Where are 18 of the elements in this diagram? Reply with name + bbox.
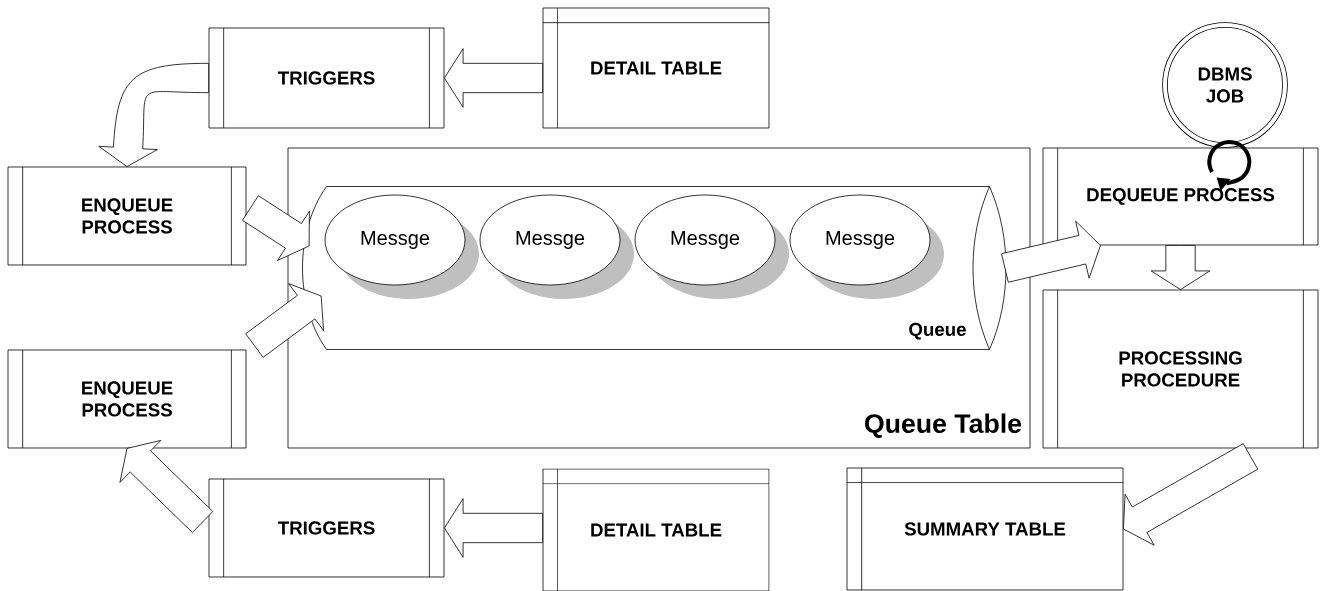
block-arrow xyxy=(444,498,543,558)
block-arrow xyxy=(444,48,543,108)
process-box: PROCESSING PROCEDURE xyxy=(1042,289,1319,449)
block-arrow xyxy=(1001,220,1101,283)
table-box: SUMMARY TABLE xyxy=(846,467,1124,591)
block-arrow xyxy=(1123,443,1259,546)
block-arrow xyxy=(242,195,310,261)
block-arrow xyxy=(245,283,325,358)
block-arrow xyxy=(119,440,214,533)
process-box: DEQUEUE PROCESS xyxy=(1042,147,1319,246)
block-arrow xyxy=(1150,245,1211,290)
process-box: ENQUEUE PROCESS xyxy=(7,166,247,266)
process-box: ENQUEUE PROCESS xyxy=(7,349,247,449)
process-box: TRIGGERS xyxy=(208,478,445,578)
table-box: DETAIL TABLE xyxy=(542,7,770,129)
table-box: DETAIL TABLE xyxy=(542,468,770,591)
block-arrow xyxy=(98,62,209,167)
process-box: TRIGGERS xyxy=(208,27,445,129)
